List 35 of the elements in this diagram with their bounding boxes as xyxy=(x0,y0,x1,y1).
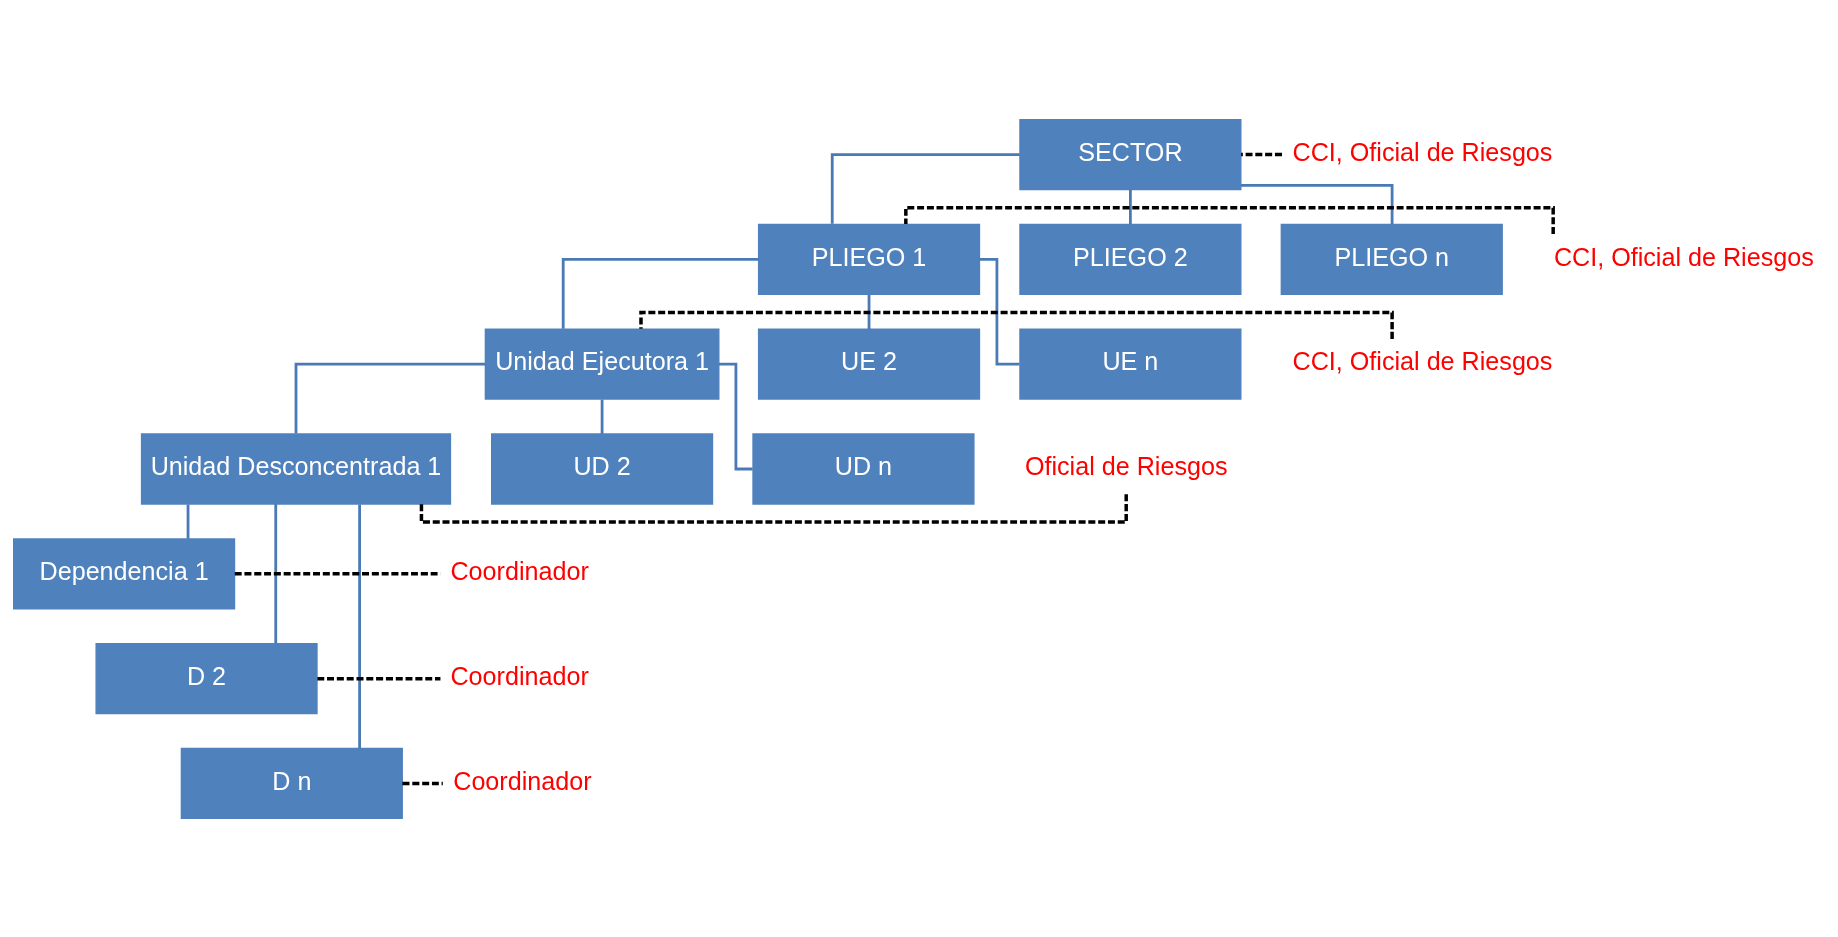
connector xyxy=(867,294,871,329)
node-box: Dependencia 1 xyxy=(13,537,236,609)
connector xyxy=(1241,183,1394,224)
connector xyxy=(317,676,441,680)
connector xyxy=(600,399,604,434)
node-text: CCI, Oficial de Riesgos xyxy=(1553,242,1814,270)
node-box: SECTOR xyxy=(1019,118,1242,190)
node-box: UE n xyxy=(1019,328,1242,400)
connector xyxy=(1241,152,1282,156)
node-box: Unidad Desconcentrada 1 xyxy=(140,432,452,505)
node-box: D 2 xyxy=(95,642,318,714)
connector xyxy=(402,781,443,785)
node-box: UD 2 xyxy=(490,432,714,505)
connector xyxy=(1129,189,1132,224)
node-box: UE 2 xyxy=(757,328,981,400)
node-text: Oficial de Riesgos xyxy=(1024,451,1228,480)
node-box: PLIEGO n xyxy=(1280,223,1503,295)
connector xyxy=(358,503,361,748)
connector xyxy=(561,257,759,329)
node-text: CCI, Oficial de Riesgos xyxy=(1292,137,1553,166)
connector xyxy=(234,571,441,576)
connector xyxy=(294,362,486,433)
node-box: PLIEGO 1 xyxy=(757,223,981,295)
connector xyxy=(718,362,753,470)
node-text: Coordinador xyxy=(453,766,592,795)
node-box: UD n xyxy=(752,432,975,505)
node-box: D n xyxy=(180,747,403,819)
node-box: Unidad Ejecutora 1 xyxy=(484,328,720,400)
connector xyxy=(274,503,278,643)
node-text: Coordinador xyxy=(450,556,589,585)
connector xyxy=(186,504,190,539)
node-box: PLIEGO 2 xyxy=(1019,223,1242,295)
node-text: Coordinador xyxy=(450,661,589,690)
node-text: CCI, Oficial de Riesgos xyxy=(1292,346,1553,375)
connector xyxy=(830,152,1020,224)
